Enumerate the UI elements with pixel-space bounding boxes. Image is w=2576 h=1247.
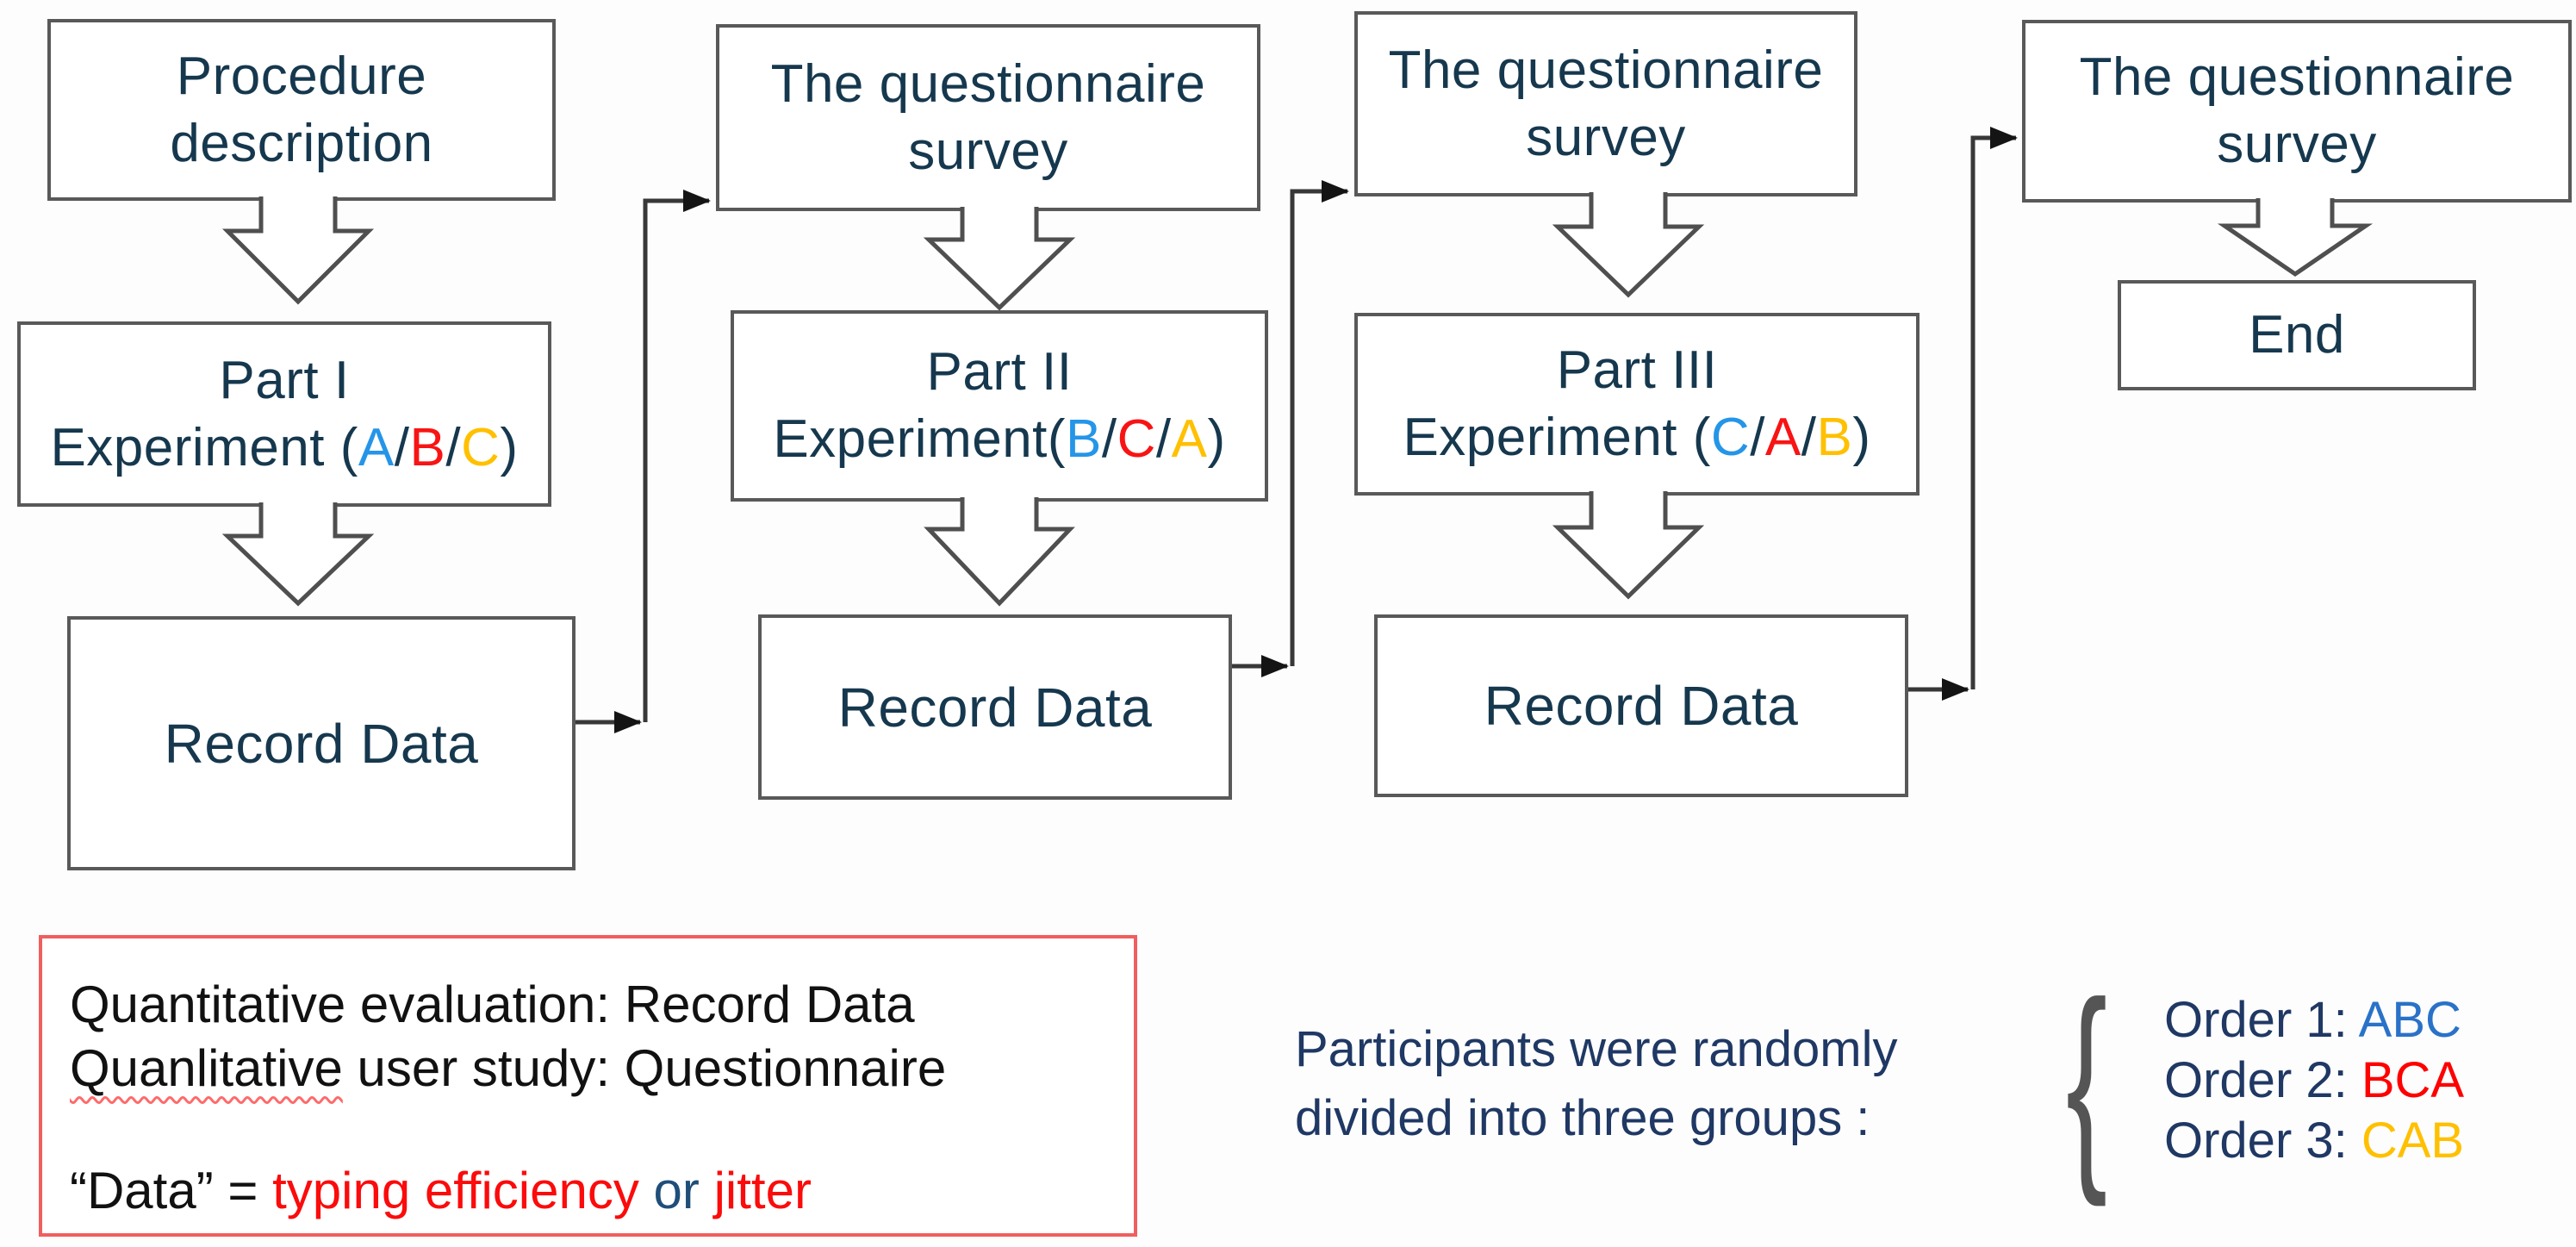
condition-letter: A xyxy=(1764,408,1801,467)
participants-note: Participants were randomly divided into … xyxy=(1295,1015,1898,1153)
block-arrow-icon xyxy=(1552,491,1705,600)
flow-box-questionnaire-survey-3: The questionnaire survey xyxy=(2022,20,2572,203)
box-text-line: The questionnaire xyxy=(1388,40,1824,100)
flow-box-record-data-1: Record Data xyxy=(67,616,576,870)
order-label: Order 3: xyxy=(2164,1113,2361,1169)
block-arrow-icon xyxy=(924,497,1075,607)
or-text: or xyxy=(638,1162,714,1219)
flow-box-part2-experiment: Part II Experiment(B/C/A) xyxy=(731,310,1268,502)
order-3-row: Order 3: CAB xyxy=(2164,1113,2464,1169)
box-text-line: Experiment(B/C/A) xyxy=(773,406,1225,473)
condition-letter: A xyxy=(358,417,395,477)
condition-letter: C xyxy=(461,417,501,477)
condition-letter: A xyxy=(1171,409,1208,469)
box-text-line: Part III xyxy=(1556,340,1718,400)
block-arrow-icon xyxy=(923,207,1076,311)
flow-box-questionnaire-survey-2: The questionnaire survey xyxy=(1354,11,1857,196)
box-text-line: End xyxy=(2249,305,2345,365)
slash: / xyxy=(1750,408,1765,467)
legend-box: Quantitative evaluation: Record Data Qua… xyxy=(39,935,1137,1237)
block-arrow-icon xyxy=(1552,192,1705,298)
legend-line-qualitative: Quanlitative user study: Questionnaire xyxy=(70,1037,1134,1100)
legend-line-quantitative: Quantitative evaluation: Record Data xyxy=(70,976,915,1033)
box-text-line: survey xyxy=(2217,115,2377,174)
block-arrow-icon xyxy=(221,196,375,305)
block-arrow-icon xyxy=(2217,198,2374,277)
slash: / xyxy=(1155,409,1172,469)
order-value: BCA xyxy=(2361,1052,2465,1108)
experiment-prefix: Experiment ( xyxy=(50,417,358,477)
box-text-line: Record Data xyxy=(837,676,1153,739)
legend-line-rest: user study: Questionnaire xyxy=(342,1039,947,1097)
misspelled-word: Quanlitative xyxy=(70,1039,343,1097)
box-text-line: The questionnaire xyxy=(2079,47,2515,107)
connector-arrow xyxy=(1290,180,1349,666)
condition-letter: C xyxy=(1117,409,1156,469)
slash: / xyxy=(445,417,462,477)
order-label: Order 1: xyxy=(2164,992,2359,1048)
legend-line-data-definition: “Data” = typing efficiency or jitter xyxy=(70,1159,1134,1223)
condition-letter: B xyxy=(1066,409,1102,469)
flow-box-part3-experiment: Part III Experiment (C/A/B) xyxy=(1354,313,1920,496)
experiment-prefix: Experiment ( xyxy=(1403,408,1711,467)
box-text-line: survey xyxy=(1526,107,1686,167)
experiment-suffix: ) xyxy=(500,417,519,477)
flow-box-end: End xyxy=(2118,280,2476,390)
flow-box-record-data-3: Record Data xyxy=(1374,614,1908,797)
block-arrow-icon xyxy=(221,502,375,607)
order-value: ABC xyxy=(2358,992,2461,1048)
participants-line: Participants were randomly xyxy=(1295,1021,1898,1077)
box-text-line: Experiment (A/B/C) xyxy=(50,415,518,482)
experiment-suffix: ) xyxy=(1852,408,1871,467)
box-text-line: Experiment (C/A/B) xyxy=(1403,404,1870,471)
box-text-line: Record Data xyxy=(164,712,479,775)
slash: / xyxy=(1801,408,1817,467)
box-text-line: description xyxy=(170,113,433,173)
left-brace-icon: { xyxy=(2066,955,2108,1207)
flow-box-part1-experiment: Part I Experiment (A/B/C) xyxy=(17,321,551,507)
slash: / xyxy=(1101,409,1117,469)
slash: / xyxy=(394,417,410,477)
jitter-text: jitter xyxy=(713,1162,812,1219)
order-label: Order 2: xyxy=(2164,1052,2361,1108)
box-text-line: survey xyxy=(908,121,1068,181)
condition-letter: C xyxy=(1710,408,1751,467)
condition-letter: B xyxy=(409,417,446,477)
box-text-line: Part I xyxy=(219,350,350,410)
typing-efficiency-text: typing efficiency xyxy=(272,1162,639,1219)
order-2-row: Order 2: BCA xyxy=(2164,1053,2464,1108)
connector-arrow xyxy=(643,190,711,722)
flow-box-questionnaire-survey-1: The questionnaire survey xyxy=(716,24,1260,211)
experiment-prefix: Experiment( xyxy=(773,409,1067,469)
data-term: “Data” = xyxy=(70,1162,273,1219)
box-text-line: Record Data xyxy=(1484,675,1799,737)
condition-letter: B xyxy=(1816,408,1853,467)
order-1-row: Order 1: ABC xyxy=(2164,993,2461,1048)
participants-line: divided into three groups : xyxy=(1295,1090,1870,1146)
connector-arrow xyxy=(1970,127,2018,689)
box-text-line: Part II xyxy=(926,342,1073,402)
flow-box-procedure-description: Procedure description xyxy=(47,19,556,201)
experiment-suffix: ) xyxy=(1207,409,1226,469)
box-text-line: Procedure xyxy=(176,46,427,106)
order-value: CAB xyxy=(2361,1113,2465,1169)
flow-box-record-data-2: Record Data xyxy=(758,614,1232,800)
box-text-line: The questionnaire xyxy=(770,53,1206,114)
